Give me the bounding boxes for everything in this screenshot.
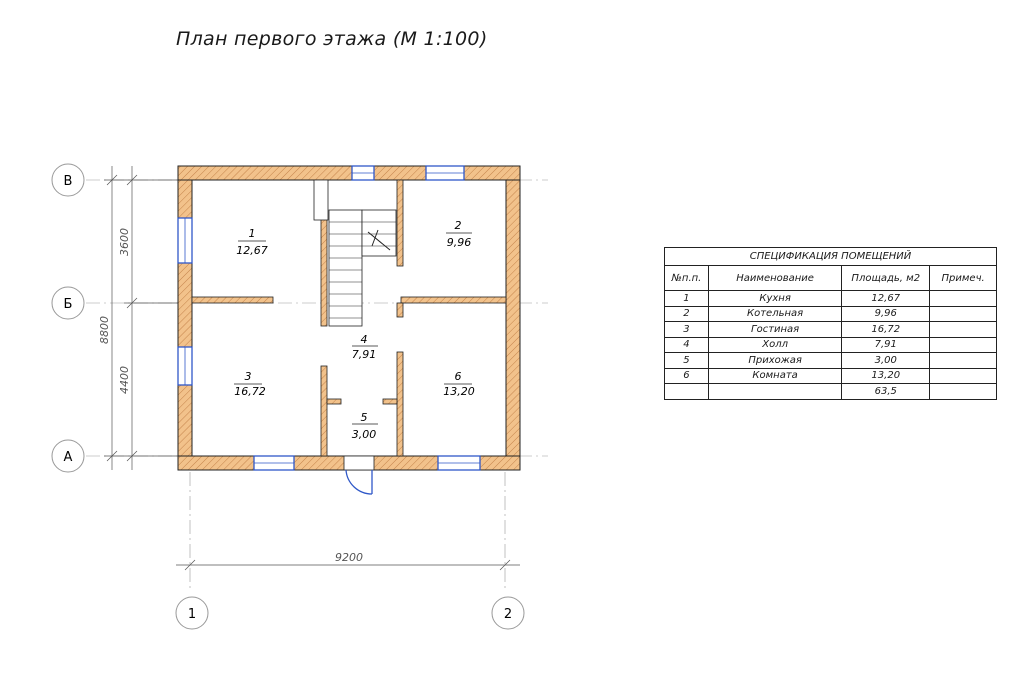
spec-total-empty [664, 383, 709, 400]
axis-bubble-row-b: Б [51, 286, 85, 320]
room-label-4: 4 7,91 [352, 333, 378, 361]
svg-text:А: А [64, 450, 73, 465]
svg-text:3,00: 3,00 [352, 428, 377, 441]
entrance-door [343, 455, 375, 495]
svg-text:6: 6 [455, 370, 462, 383]
spec-cell-area: 9,96 [841, 305, 931, 322]
svg-text:13,20: 13,20 [443, 385, 475, 398]
svg-text:4: 4 [361, 333, 368, 346]
stair-treads [329, 221, 396, 319]
spec-cell-area: 12,67 [841, 290, 931, 307]
svg-text:16,72: 16,72 [234, 385, 266, 398]
room-label-2: 2 9,96 [446, 219, 472, 249]
spec-cell-num: 3 [664, 321, 709, 338]
axis-bubble-col-1: 1 [175, 596, 209, 630]
spec-total-area: 63,5 [841, 383, 931, 400]
dim-lower-span: 4400 [118, 366, 131, 394]
svg-text:12,67: 12,67 [236, 244, 268, 257]
spec-cell-area: 16,72 [841, 321, 931, 338]
dim-upper-span: 3600 [118, 228, 131, 256]
page-title: План первого этажа (М 1:100) [176, 28, 488, 50]
spec-cell-num: 5 [664, 352, 709, 369]
svg-text:3: 3 [245, 370, 252, 383]
spec-cell-area: 7,91 [841, 336, 931, 353]
spec-cell-name: Комната [707, 367, 843, 384]
axis-bubble-col-2: 2 [491, 596, 525, 630]
spec-cell-note [929, 290, 997, 307]
spec-cell-name: Холл [707, 336, 843, 353]
axis-lines [86, 179, 548, 592]
svg-text:9,96: 9,96 [447, 236, 472, 249]
stair-direction-arrow [367, 229, 391, 251]
spec-cell-num: 4 [664, 336, 709, 353]
axis-bubble-row-a: А [51, 439, 85, 473]
spec-cell-name: Гостиная [707, 321, 843, 338]
spec-cell-note [929, 367, 997, 384]
svg-text:Б: Б [64, 297, 73, 312]
spec-cell-area: 3,00 [841, 352, 931, 369]
svg-text:7,91: 7,91 [352, 348, 377, 361]
room-label-6: 6 13,20 [443, 370, 475, 398]
axis-bubble-row-v: В [51, 163, 85, 197]
staircase [313, 179, 397, 327]
room-label-1: 1 12,67 [236, 227, 268, 257]
table-total-row: 63,5 [664, 383, 997, 400]
spec-cell-note [929, 305, 997, 322]
table-row: 5 Прихожая 3,00 [664, 352, 997, 369]
spec-header-num: №п.п. [664, 265, 709, 291]
room-label-5: 5 3,00 [352, 411, 378, 441]
room-specification-table: СПЕЦИФИКАЦИЯ ПОМЕЩЕНИЙ №п.п. Наименовани… [664, 247, 997, 400]
vertical-dimensions [104, 166, 178, 470]
spec-header-note: Примеч. [929, 265, 997, 291]
spec-cell-note [929, 321, 997, 338]
svg-text:2: 2 [504, 607, 512, 622]
svg-text:2: 2 [455, 219, 462, 232]
spec-cell-num: 1 [664, 290, 709, 307]
window-center-lines [184, 172, 480, 464]
room-label-3: 3 16,72 [234, 370, 266, 398]
table-row: 4 Холл 7,91 [664, 336, 997, 353]
spec-total-empty [929, 383, 997, 400]
svg-text:В: В [64, 174, 73, 189]
spec-cell-name: Кухня [707, 290, 843, 307]
svg-text:5: 5 [361, 411, 368, 424]
spec-cell-name: Котельная [707, 305, 843, 322]
svg-text:1: 1 [249, 227, 256, 240]
spec-header-area: Площадь, м2 [841, 265, 931, 291]
spec-caption: СПЕЦИФИКАЦИЯ ПОМЕЩЕНИЙ [664, 247, 997, 266]
spec-header-name: Наименование [707, 265, 843, 291]
spec-cell-note [929, 352, 997, 369]
spec-cell-note [929, 336, 997, 353]
spec-cell-num: 2 [664, 305, 709, 322]
spec-cell-area: 13,20 [841, 367, 931, 384]
table-row: 3 Гостиная 16,72 [664, 321, 997, 338]
spec-cell-name: Прихожая [707, 352, 843, 369]
spec-total-empty [707, 383, 843, 400]
table-row: 2 Котельная 9,96 [664, 305, 997, 322]
spec-cell-num: 6 [664, 367, 709, 384]
table-row: 6 Комната 13,20 [664, 367, 997, 384]
svg-text:1: 1 [188, 607, 196, 622]
horizontal-dimension [176, 559, 520, 571]
dim-total-width: 9200 [335, 551, 363, 564]
dim-total-height: 8800 [98, 316, 111, 344]
table-row: 1 Кухня 12,67 [664, 290, 997, 307]
